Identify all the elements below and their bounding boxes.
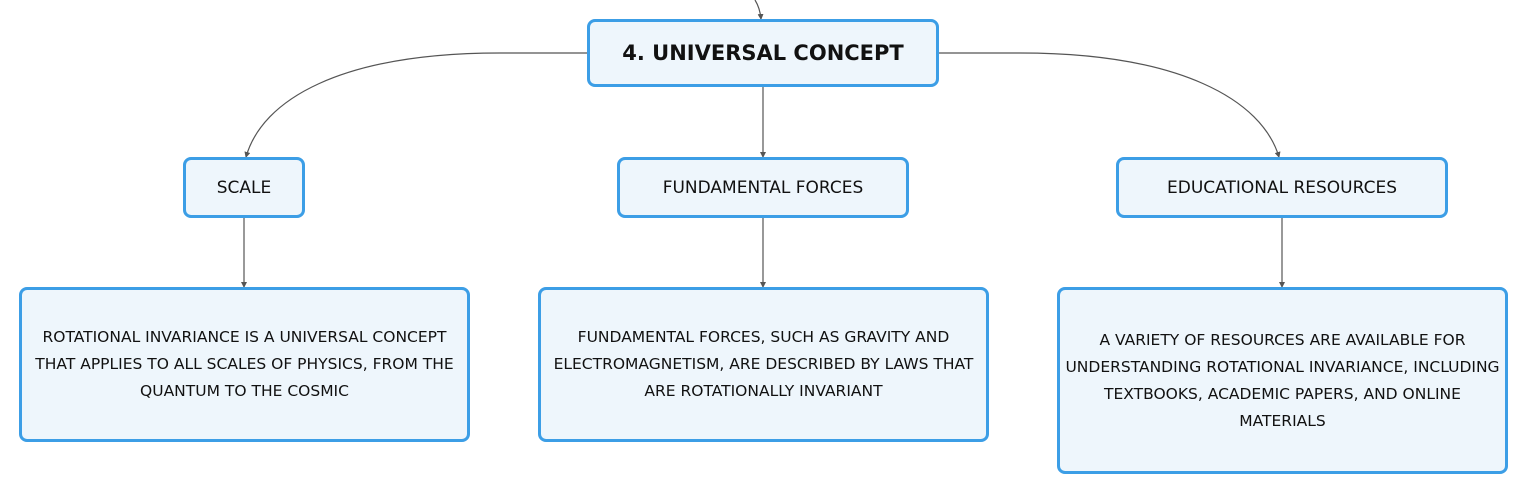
- root-node[interactable]: 4. UNIVERSAL CONCEPT: [587, 19, 939, 87]
- educational-resources-node[interactable]: EDUCATIONAL RESOURCES: [1116, 157, 1448, 218]
- scale-description-text: ROTATIONAL INVARIANCE IS A UNIVERSAL CON…: [35, 328, 454, 400]
- fundamental-forces-description-node[interactable]: FUNDAMENTAL FORCES, SUCH AS GRAVITY AND …: [538, 287, 989, 442]
- fundamental-forces-node-label: FUNDAMENTAL FORCES: [662, 177, 864, 198]
- scale-description-node[interactable]: ROTATIONAL INVARIANCE IS A UNIVERSAL CON…: [19, 287, 470, 442]
- educational-resources-node-label: EDUCATIONAL RESOURCES: [1167, 177, 1397, 198]
- fundamental-forces-description-text: FUNDAMENTAL FORCES, SUCH AS GRAVITY AND …: [553, 328, 974, 400]
- scale-node[interactable]: SCALE: [183, 157, 305, 218]
- fundamental-forces-node[interactable]: FUNDAMENTAL FORCES: [617, 157, 909, 218]
- incoming-connector: [754, 0, 764, 20]
- connector-root-to-resources: [939, 52, 1281, 158]
- scale-node-label: SCALE: [216, 177, 272, 198]
- educational-resources-description-text: A VARIETY OF RESOURCES ARE AVAILABLE FOR…: [1065, 330, 1500, 430]
- connector-root-to-scale: [244, 52, 587, 158]
- educational-resources-description-node[interactable]: A VARIETY OF RESOURCES ARE AVAILABLE FOR…: [1057, 287, 1508, 474]
- root-node-label: 4. UNIVERSAL CONCEPT: [622, 41, 904, 65]
